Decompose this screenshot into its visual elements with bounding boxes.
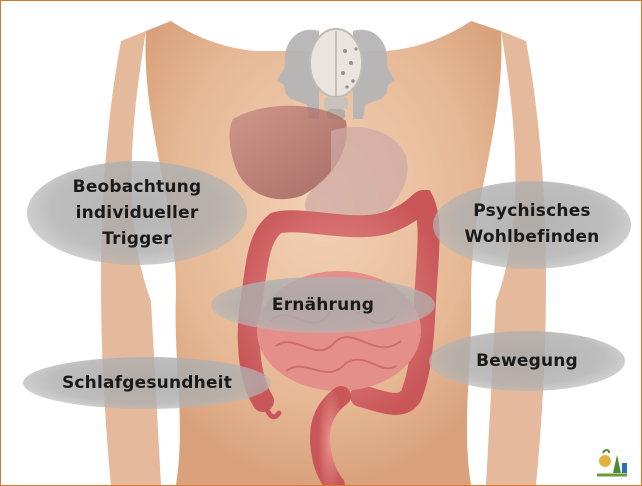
label-nutrition: Ernährung [211,289,435,321]
label-observation: Beobachtung individueller Trigger [27,171,247,255]
logo-icon [595,447,629,477]
label-exercise: Bewegung [429,345,625,377]
label-wellbeing: Psychisches Wohlbefinden [433,191,631,257]
label-sleep-text: Schlafgesundheit [62,370,232,396]
label-observation-text: Beobachtung individueller Trigger [73,174,202,252]
label-nutrition-text: Ernährung [272,292,374,318]
label-exercise-text: Bewegung [476,348,578,374]
label-sleep: Schlafgesundheit [23,367,271,399]
label-wellbeing-text: Psychisches Wohlbefinden [465,198,600,250]
